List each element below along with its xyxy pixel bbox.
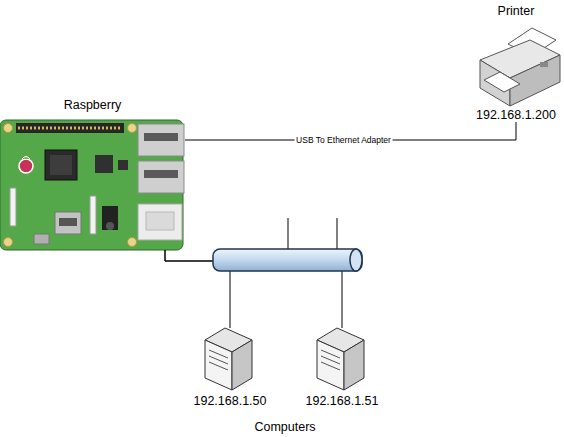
computer-icon (209, 362, 228, 370)
raspberry-board (102, 206, 118, 230)
raspberry-board (45, 150, 77, 180)
network-bus (350, 249, 362, 271)
computer-icon (205, 328, 252, 390)
raspberry-board (146, 212, 174, 230)
node-title: Raspberry (64, 98, 122, 112)
raspberry-board (118, 160, 128, 170)
raspberry-board (138, 161, 184, 193)
bus-stub (337, 218, 338, 250)
raspberry-board (4, 238, 13, 247)
raspberry-board (50, 155, 72, 175)
network-bus (213, 249, 362, 271)
computer-icon (321, 362, 340, 370)
printer-icon (540, 62, 548, 67)
computer-icon (317, 340, 344, 390)
node-title: Printer (498, 4, 535, 18)
raspberry-board (138, 204, 182, 240)
raspberry-board (4, 124, 13, 133)
raspberry-board (55, 212, 81, 234)
raspberry-board (95, 155, 113, 173)
raspberry-board (10, 188, 16, 226)
raspberry-board (19, 159, 33, 173)
raspberry-board (18, 127, 122, 130)
raspberry-board (138, 124, 184, 156)
raspberry-board (59, 218, 77, 226)
printer-icon (510, 55, 560, 106)
raspberry-board (106, 222, 114, 230)
raspberry-board (144, 170, 178, 178)
raspberry-board (0, 120, 183, 250)
raspberry-pi: Raspberry (0, 98, 185, 250)
ip-address: 192.168.1.200 (476, 108, 556, 122)
computer-icon (205, 340, 232, 390)
bus-stub (288, 218, 289, 250)
group-label: Computers (235, 420, 335, 434)
raspberry-board (0, 120, 184, 250)
raspberry-board (22, 157, 30, 160)
computer-icon (317, 328, 364, 390)
network-bus (213, 249, 362, 271)
raspberry-board (144, 133, 178, 141)
edge-label: USB To Ethernet Adapter (294, 135, 393, 145)
printer: Printer 192.168.1.200 (468, 4, 564, 122)
computer-icon (232, 340, 252, 390)
printer-icon (480, 28, 560, 106)
bus-stub (288, 218, 337, 250)
ip-address: 192.168.1.51 (306, 394, 379, 408)
computer: 192.168.1.50 (190, 328, 270, 408)
ip-address: 192.168.1.50 (194, 394, 267, 408)
raspberry-board (34, 234, 49, 244)
raspberry-board (16, 123, 124, 133)
computer: 192.168.1.51 (302, 328, 382, 408)
raspberry-board (128, 238, 137, 247)
raspberry-board (128, 124, 137, 133)
printer-icon (484, 72, 520, 92)
raspberry-board (90, 196, 96, 234)
computer-icon (344, 340, 364, 390)
